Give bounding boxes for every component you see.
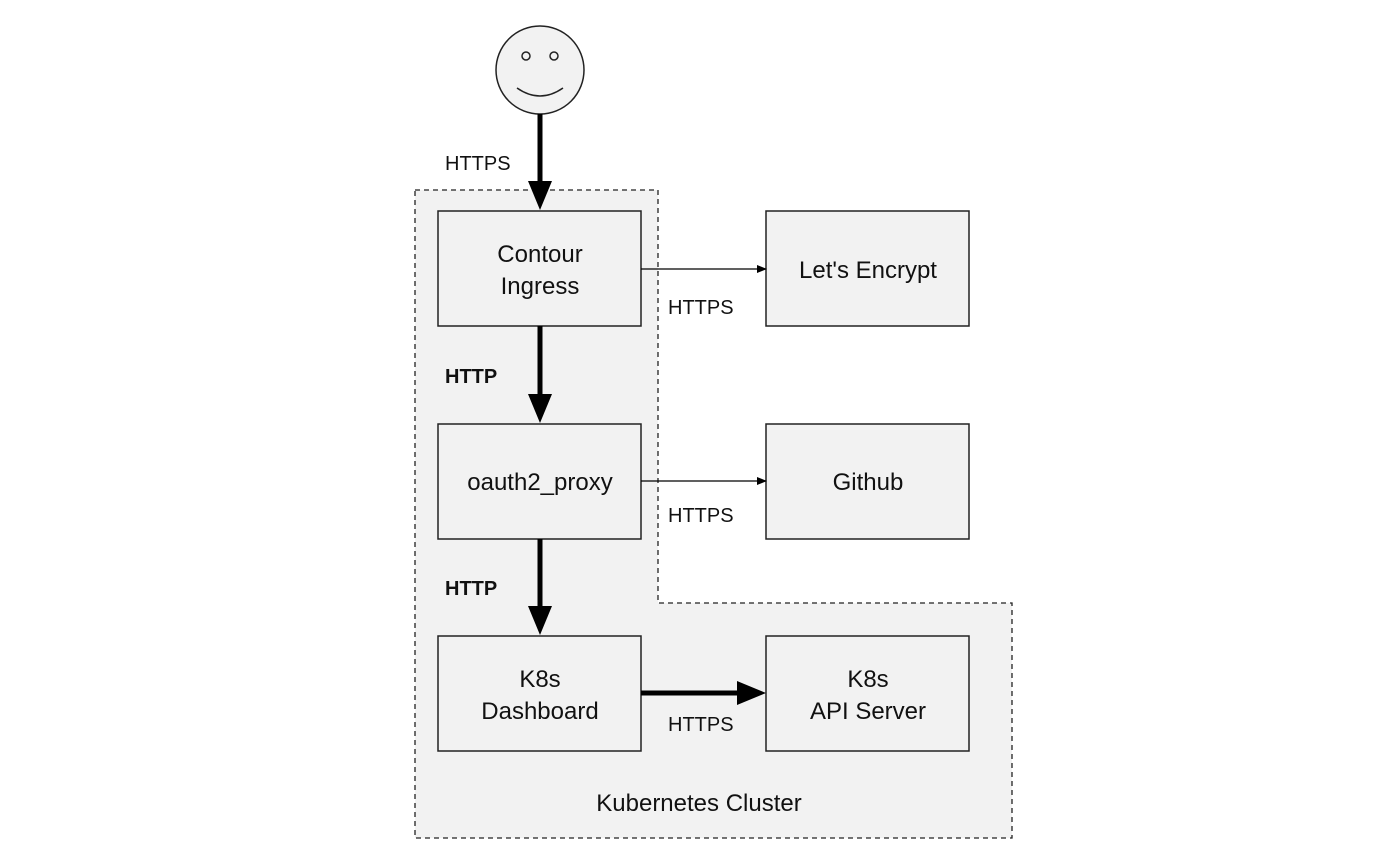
node-letsencrypt-label: Let's Encrypt	[799, 257, 937, 284]
edge-dashboard-to-apiserver	[641, 681, 766, 705]
node-oauth2-label: oauth2_proxy	[467, 469, 612, 496]
node-oauth2-proxy: oauth2_proxy	[437, 423, 642, 540]
edge-oauth2-to-dashboard	[528, 539, 552, 635]
node-letsencrypt: Let's Encrypt	[765, 210, 970, 327]
node-k8s-dashboard: K8s Dashboard	[437, 635, 642, 752]
edge-label-oauth2-to-dashboard: HTTP	[445, 578, 497, 600]
edge-user-to-contour	[528, 114, 552, 210]
smiley-face-user-icon	[495, 25, 585, 115]
node-github-label: Github	[833, 469, 904, 496]
edge-label-user-to-contour: HTTPS	[445, 153, 511, 175]
node-contour-label-line2: Ingress	[501, 273, 580, 300]
node-dashboard-label-line2: Dashboard	[481, 698, 598, 725]
edge-label-contour-to-letsencrypt: HTTPS	[668, 297, 734, 319]
edge-contour-to-oauth2	[528, 326, 552, 423]
edge-label-dashboard-to-apiserver: HTTPS	[668, 714, 734, 736]
edge-label-contour-to-oauth2: HTTP	[445, 366, 497, 388]
node-github: Github	[765, 423, 970, 540]
node-contour-label-line1: Contour	[497, 241, 582, 268]
cluster-label: Kubernetes Cluster	[596, 790, 801, 817]
node-apiserver-label-line1: K8s	[847, 666, 888, 693]
edge-label-oauth2-to-github: HTTPS	[668, 505, 734, 527]
node-k8s-api-server: K8s API Server	[765, 635, 970, 752]
node-contour-ingress: Contour Ingress	[437, 210, 642, 327]
node-dashboard-label-line1: K8s	[519, 666, 560, 693]
node-apiserver-label-line2: API Server	[810, 698, 926, 725]
